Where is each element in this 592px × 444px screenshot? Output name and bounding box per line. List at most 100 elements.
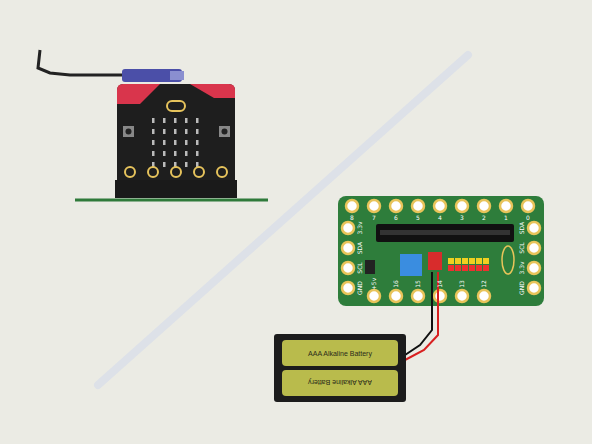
pin-label: GND	[519, 281, 525, 295]
led	[152, 140, 155, 145]
pin-label: 14	[437, 280, 443, 288]
pad	[456, 290, 468, 302]
pin-label: 16	[393, 280, 399, 288]
pad	[478, 290, 490, 302]
microbit-logo	[167, 101, 185, 111]
battery	[282, 370, 398, 396]
pin-label: 2	[482, 215, 486, 221]
usb-cable	[38, 50, 125, 75]
battery	[282, 340, 398, 366]
pin-label: GND	[357, 281, 363, 295]
battery-holder	[274, 334, 406, 402]
edge-pin-ring	[171, 167, 181, 177]
pad	[346, 200, 358, 212]
pin-label: 5	[416, 215, 420, 221]
regulator	[365, 260, 375, 274]
pin-label: 6	[394, 215, 398, 221]
led	[152, 118, 155, 123]
led	[185, 140, 188, 145]
pin-label: SDA	[519, 222, 525, 234]
pin-label: SDA	[357, 242, 363, 254]
button-a	[123, 126, 134, 137]
pin-label: 7	[372, 215, 376, 221]
edge-pins	[125, 167, 227, 177]
pin-label: SCL	[519, 242, 525, 253]
pad	[368, 200, 380, 212]
slot-inner	[380, 230, 510, 235]
led	[196, 151, 199, 156]
pad	[342, 282, 354, 294]
pad	[478, 200, 490, 212]
red-wire	[405, 272, 438, 360]
pin-label: 3.3v	[357, 221, 363, 234]
pin-label: 13	[459, 280, 465, 288]
pad	[500, 200, 512, 212]
pad	[522, 200, 534, 212]
pad	[390, 290, 402, 302]
edge-pin-ring	[148, 167, 158, 177]
button-b	[219, 126, 230, 137]
microbit-logo-red	[190, 84, 235, 98]
battery-label: AAA Alkaline Battery	[308, 380, 372, 387]
pad	[368, 290, 380, 302]
pin-label: 3	[460, 215, 464, 221]
pad	[456, 200, 468, 212]
pin-label: +5v	[371, 278, 377, 290]
edge-pin-ring	[125, 167, 135, 177]
edge-slot	[376, 224, 514, 242]
pin-label: 3.3v	[519, 261, 525, 274]
ground-line	[75, 199, 268, 202]
led	[163, 129, 166, 134]
microbit-board	[117, 84, 235, 196]
edge-connector	[115, 180, 237, 198]
led	[163, 140, 166, 145]
pad	[528, 242, 540, 254]
led	[196, 129, 199, 134]
pad	[528, 262, 540, 274]
led	[185, 162, 188, 167]
led	[174, 151, 177, 156]
pad	[342, 222, 354, 234]
led	[196, 118, 199, 123]
pad	[528, 282, 540, 294]
dht-sensor	[400, 254, 422, 276]
pad	[412, 200, 424, 212]
led	[196, 140, 199, 145]
button-b-cap	[222, 129, 228, 135]
button-a-cap	[126, 129, 132, 135]
pad	[434, 290, 446, 302]
battery-label: AAA Alkaline Battery	[308, 350, 372, 357]
led	[185, 129, 188, 134]
microbit-logo-red	[117, 84, 160, 104]
pin-label: 0	[526, 215, 530, 221]
logo-mark	[502, 246, 514, 274]
led	[163, 151, 166, 156]
led	[174, 118, 177, 123]
pad	[342, 262, 354, 274]
battery-cell: AAA Alkaline Battery	[282, 370, 398, 396]
pin-label: 8	[350, 215, 354, 221]
pin-label: 12	[481, 280, 487, 288]
pad	[390, 200, 402, 212]
breakout-board	[338, 196, 544, 306]
edge-pin-ring	[194, 167, 204, 177]
header-pins	[448, 258, 489, 271]
battery-cell: AAA Alkaline Battery	[282, 340, 398, 366]
led	[185, 151, 188, 156]
pads	[342, 200, 540, 302]
pin-label: 15	[415, 280, 421, 288]
led	[185, 118, 188, 123]
led-matrix	[152, 118, 199, 167]
pad	[434, 200, 446, 212]
pad	[528, 222, 540, 234]
led	[152, 129, 155, 134]
pin-label: SCL	[357, 262, 363, 273]
led	[174, 140, 177, 145]
black-wire	[405, 272, 432, 355]
pin-label: 4	[438, 215, 442, 221]
led	[152, 151, 155, 156]
led	[174, 129, 177, 134]
led	[163, 118, 166, 123]
led	[163, 162, 166, 167]
